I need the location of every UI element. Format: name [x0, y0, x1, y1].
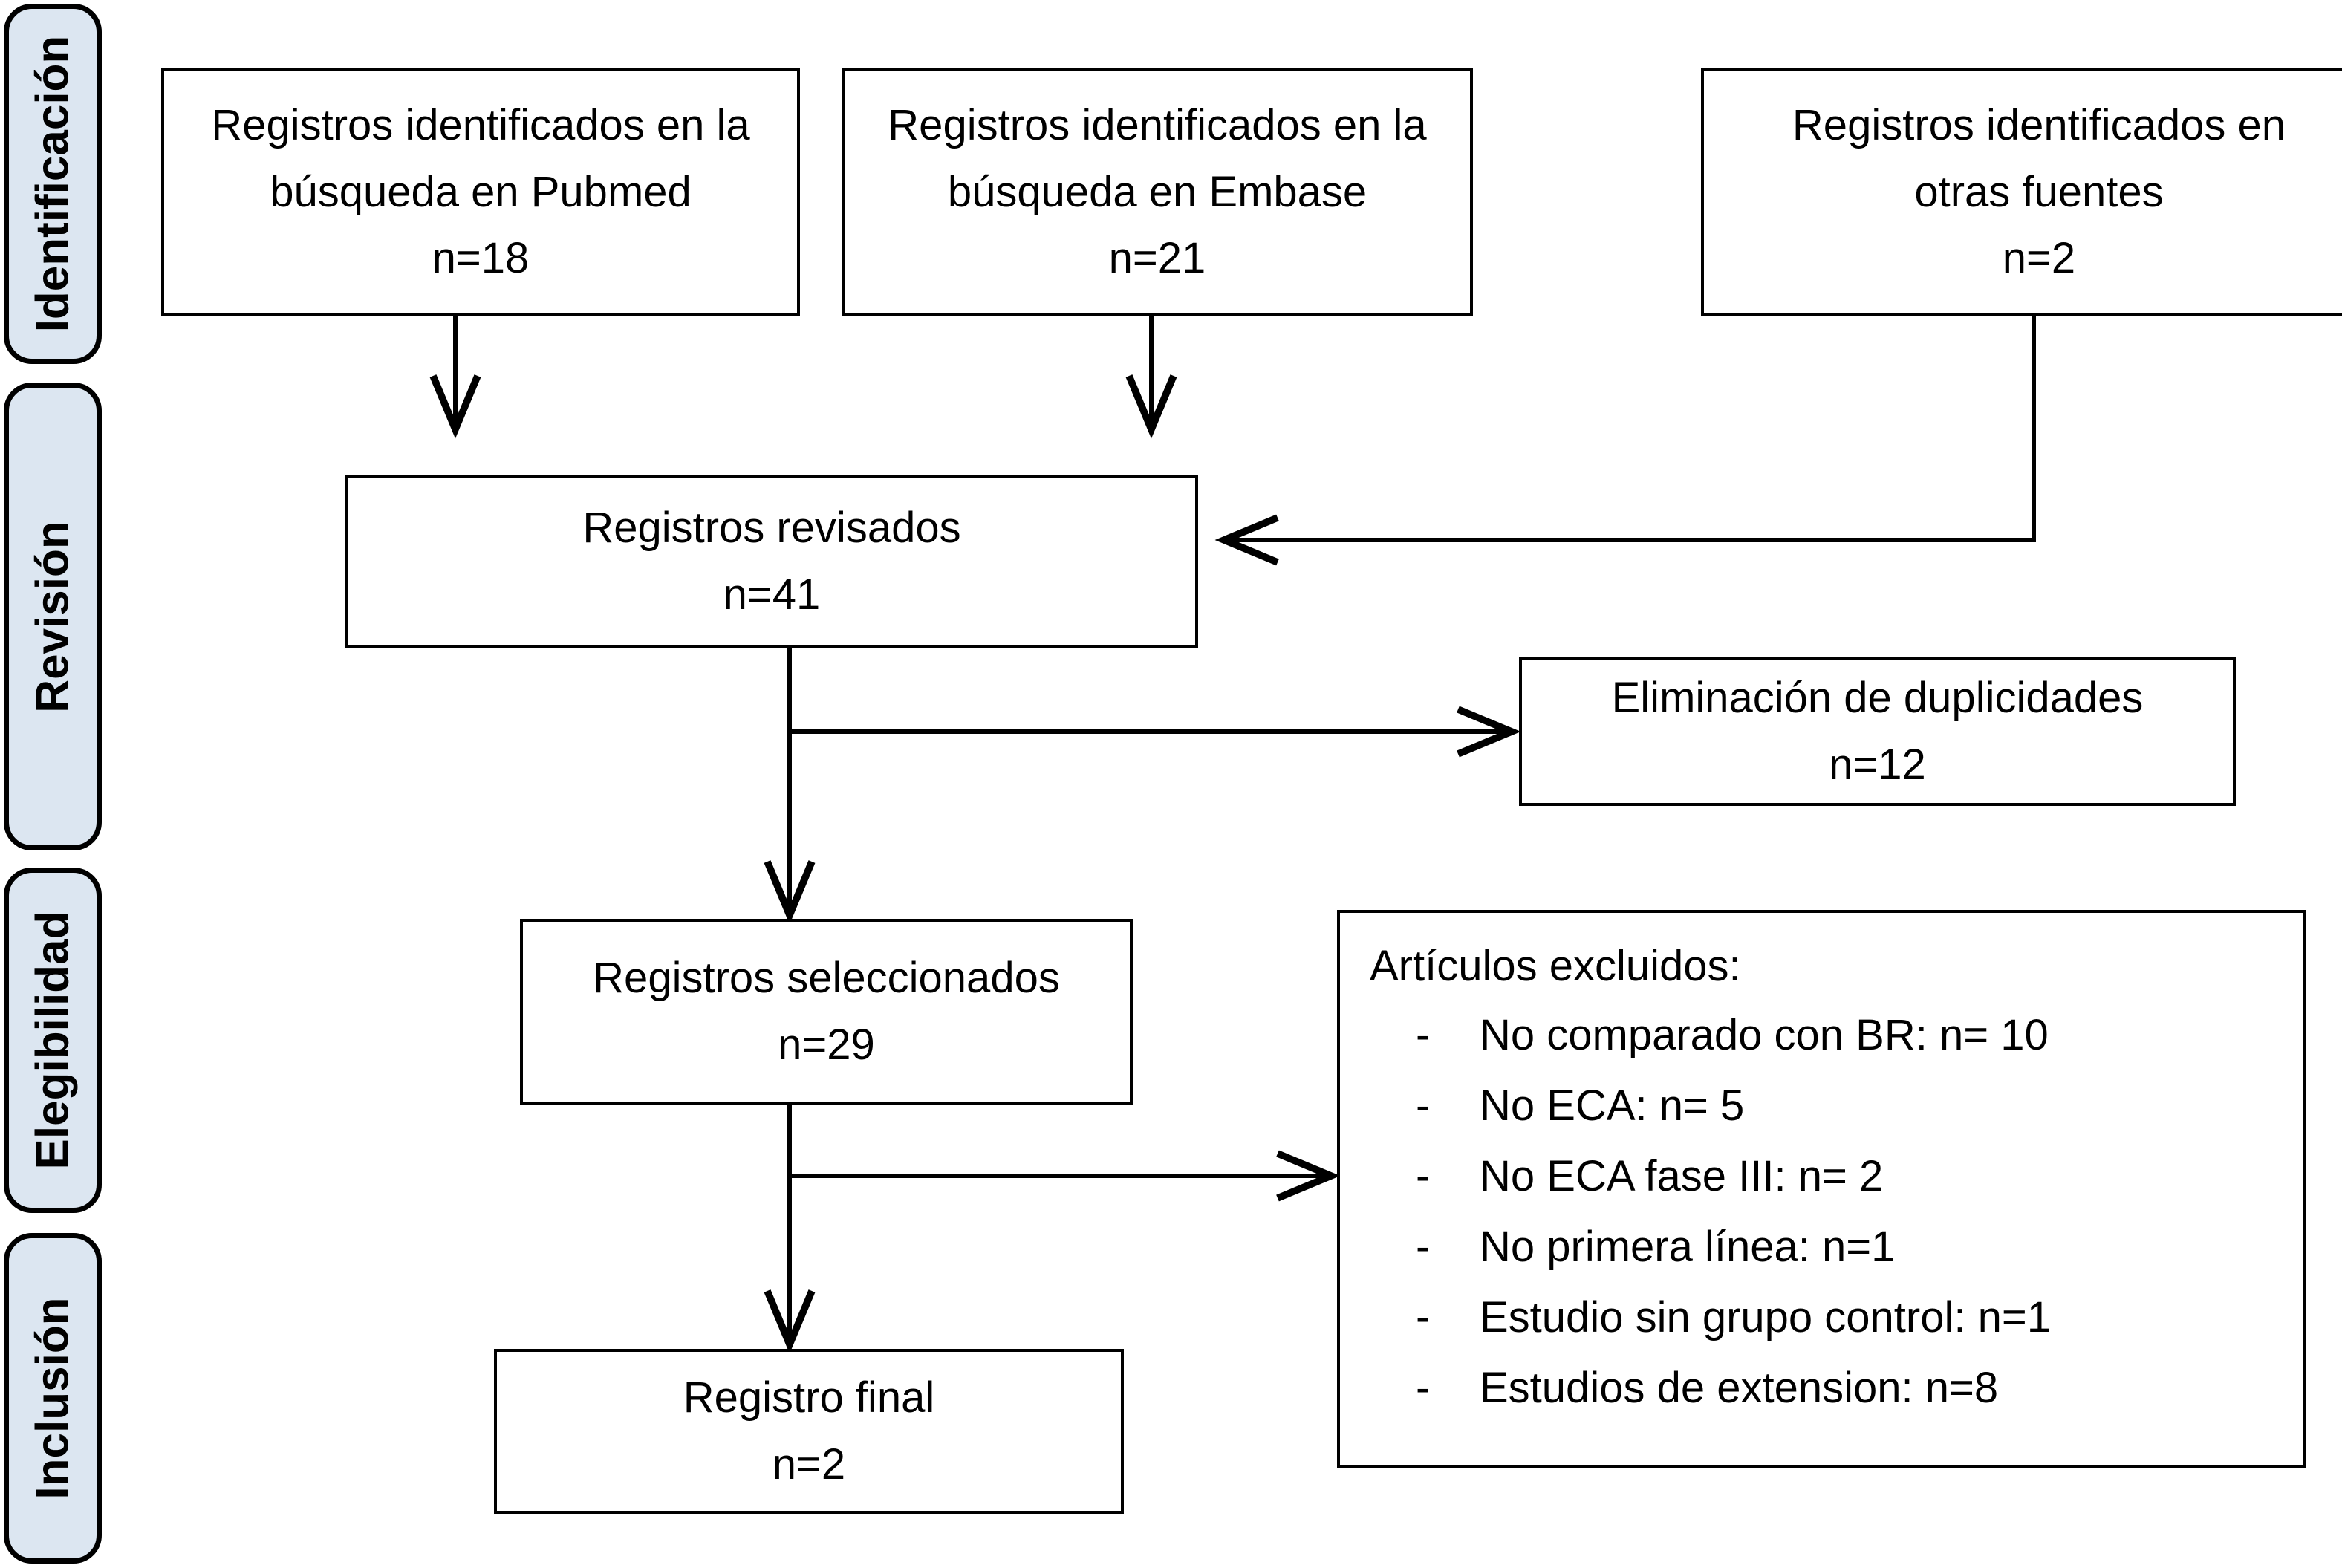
- stage-label-identificacion: Identificación: [4, 4, 102, 364]
- box-line-2: otras fuentes: [1914, 167, 2164, 216]
- list-item: - No primera línea: n=1: [1416, 1222, 2327, 1272]
- box-line-2: búsqueda en Pubmed: [270, 167, 692, 216]
- box-line-1: Registros identificados en: [1792, 100, 2286, 149]
- list-item-label: No ECA: n= 5: [1480, 1081, 1745, 1130]
- list-item-label: No ECA fase III: n= 2: [1480, 1152, 1884, 1200]
- list-item-label: Estudio sin grupo control: n=1: [1480, 1293, 2051, 1341]
- excluded-title: Artículos excluidos:: [1370, 942, 1741, 990]
- box-registros-embase: Registros identificados en la búsqueda e…: [842, 68, 1473, 316]
- list-item: - No ECA fase III: n= 2: [1416, 1151, 2327, 1201]
- box-registros-revisados: Registros revisados n=41: [345, 475, 1198, 648]
- box-line-1: Registros identificados en la: [211, 100, 750, 149]
- box-line-3: n=18: [432, 234, 530, 283]
- box-line-3: n=21: [1108, 234, 1206, 283]
- box-line-1: Registros identificados en la: [888, 100, 1427, 149]
- list-item-label: No primera línea: n=1: [1480, 1223, 1896, 1271]
- stage-label-revision: Revisión: [4, 383, 102, 850]
- box-registros-otras-fuentes: Registros identificados en otras fuentes…: [1701, 68, 2342, 316]
- bullet-dash: -: [1416, 1293, 1431, 1341]
- box-line-2: n=29: [778, 1021, 875, 1069]
- list-item: - Estudio sin grupo control: n=1: [1416, 1292, 2327, 1342]
- box-registros-pubmed: Registros identificados en la búsqueda e…: [161, 68, 800, 316]
- bullet-dash: -: [1416, 1081, 1431, 1130]
- list-item: - No ECA: n= 5: [1416, 1081, 2327, 1131]
- box-line-1: Registros seleccionados: [593, 954, 1060, 1003]
- box-line-2: n=12: [1829, 741, 1926, 789]
- stage-label-inclusion: Inclusión: [4, 1233, 102, 1564]
- stage-label-text: Revisión: [27, 520, 79, 713]
- bullet-dash: -: [1416, 1364, 1431, 1412]
- box-registros-seleccionados: Registros seleccionados n=29: [520, 919, 1133, 1105]
- box-line-3: n=2: [2002, 234, 2076, 283]
- stage-label-elegibilidad: Elegibilidad: [4, 868, 102, 1213]
- box-line-1: Registros revisados: [582, 504, 961, 553]
- box-line-2: n=41: [723, 570, 821, 619]
- box-line-2: búsqueda en Embase: [947, 167, 1367, 216]
- stage-label-text: Elegibilidad: [27, 911, 79, 1170]
- bullet-dash: -: [1416, 1223, 1431, 1271]
- bullet-dash: -: [1416, 1011, 1431, 1059]
- box-line-1: Registro final: [683, 1373, 935, 1422]
- box-line-1: Eliminación de duplicidades: [1611, 674, 2144, 723]
- excluded-list: - No comparado con BR: n= 10 - No ECA: n…: [1370, 1010, 2327, 1434]
- stage-label-text: Identificación: [27, 35, 79, 333]
- list-item: - No comparado con BR: n= 10: [1416, 1010, 2327, 1060]
- box-registro-final: Registro final n=2: [494, 1349, 1124, 1514]
- list-item-label: No comparado con BR: n= 10: [1480, 1011, 2049, 1059]
- list-item-label: Estudios de extension: n=8: [1480, 1364, 1999, 1412]
- box-line-2: n=2: [772, 1440, 846, 1489]
- box-articulos-excluidos: Artículos excluidos: - No comparado con …: [1337, 910, 2306, 1468]
- arrow-other-to-reviewed: [1214, 316, 2036, 566]
- box-eliminacion-duplicidades: Eliminación de duplicidades n=12: [1519, 657, 2236, 806]
- bullet-dash: -: [1416, 1152, 1431, 1200]
- list-item: - Estudios de extension: n=8: [1416, 1363, 2327, 1413]
- stage-label-text: Inclusión: [27, 1297, 79, 1500]
